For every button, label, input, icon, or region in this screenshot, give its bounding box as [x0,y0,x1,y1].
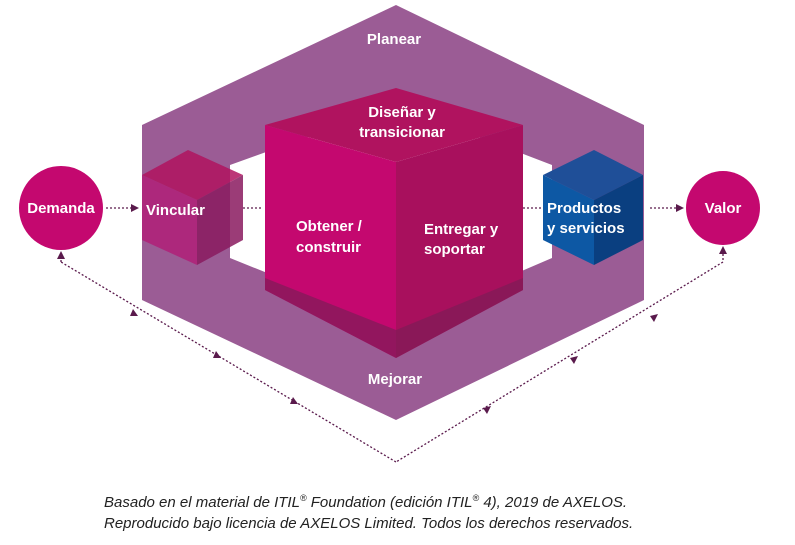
entregar-label-1: Entregar y [424,221,499,238]
loop-arrowheads [130,246,727,414]
disenar-label-1: Diseñar y [368,104,436,121]
copyright-caption: Basado en el material de ITIL® Foundatio… [104,493,634,532]
productos-label-2: y servicios [547,220,625,237]
central-cube [265,88,523,358]
productos-label-1: Productos [547,200,621,217]
value-chain-diagram: Planear Mejorar Vincular Diseñar y trans… [19,5,760,463]
obtener-label-1: Obtener / [296,218,363,235]
demanda-circle[interactable] [19,166,103,250]
productos-cube[interactable] [543,150,643,265]
obtener-label-2: construir [296,239,361,256]
cube-top-face[interactable] [265,88,523,162]
valor-label: Valor [705,200,742,217]
valor-circle[interactable] [686,171,760,245]
entregar-label-2: soportar [424,241,485,258]
planear-label: Planear [367,31,421,48]
demanda-label: Demanda [27,200,95,217]
disenar-label-2: transicionar [359,124,445,141]
mejorar-label: Mejorar [368,371,422,388]
planear-mejorar-frame [142,5,644,420]
cube-bottom-shade [265,278,523,358]
vincular-label: Vincular [146,202,205,219]
vincular-cube[interactable] [142,150,243,265]
